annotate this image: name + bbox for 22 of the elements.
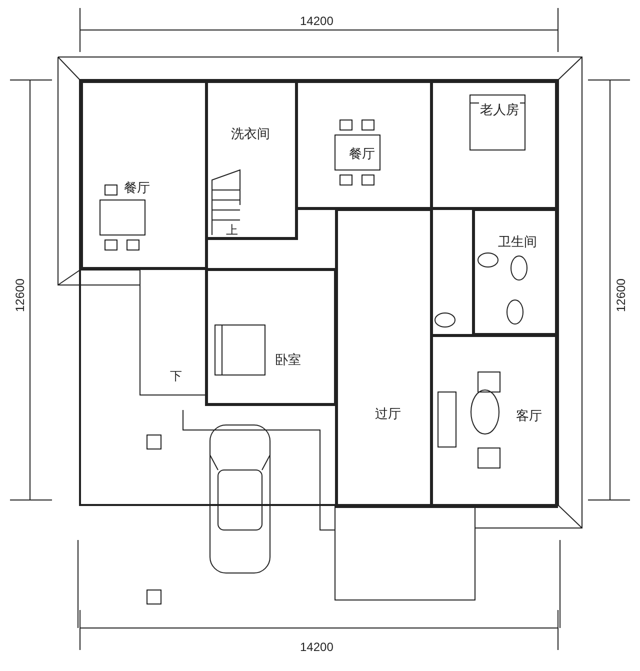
room-name: 餐厅 bbox=[123, 179, 151, 197]
room-name: 过厅 bbox=[374, 405, 402, 423]
room-name: 卫生间 bbox=[497, 233, 538, 251]
stair-direction-label: 下 bbox=[170, 368, 182, 385]
room-name: 卧室 bbox=[274, 351, 302, 369]
room-name: 餐厅 bbox=[348, 145, 376, 163]
room-name: 老人房 bbox=[479, 101, 520, 119]
stair-direction-label: 上 bbox=[226, 222, 238, 239]
dimension-label: 12600 bbox=[13, 278, 27, 312]
room-outline bbox=[205, 80, 298, 240]
room-outline bbox=[205, 268, 337, 406]
room-outline bbox=[295, 80, 433, 210]
room-outline bbox=[472, 208, 558, 336]
room-name: 洗衣间 bbox=[230, 125, 271, 143]
dimension-label: 14200 bbox=[300, 640, 334, 654]
dimension-label: 12600 bbox=[614, 278, 628, 312]
dimension-label: 14200 bbox=[300, 14, 334, 28]
room-outline bbox=[80, 80, 208, 270]
room-outline bbox=[430, 334, 558, 508]
room-outline bbox=[430, 80, 558, 210]
room-name: 客厅 bbox=[515, 407, 543, 425]
room-outline bbox=[335, 208, 433, 508]
